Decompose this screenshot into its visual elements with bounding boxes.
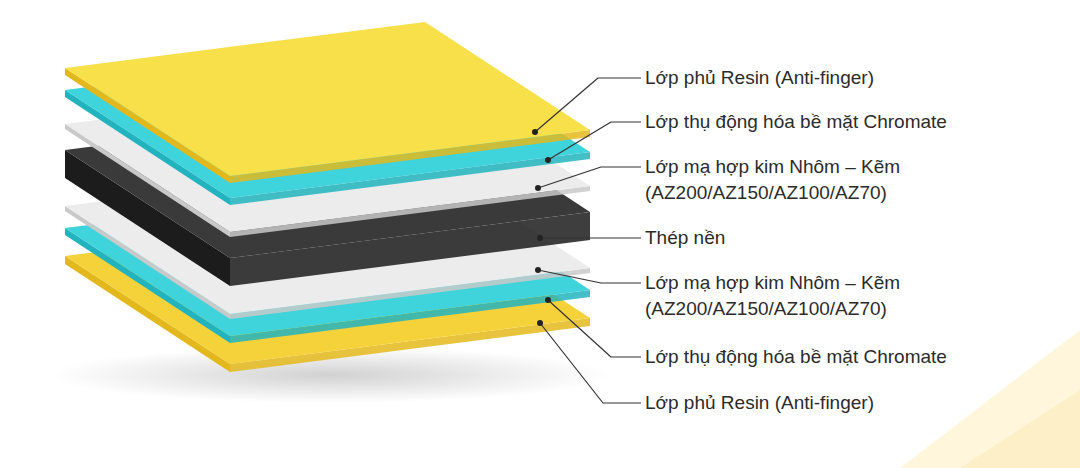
leader-dot [537, 320, 543, 326]
resin-layer [65, 22, 590, 183]
leader-dot [532, 129, 538, 135]
leader-line [535, 78, 641, 132]
leader-dot [535, 185, 541, 191]
leader-dot [537, 235, 543, 241]
layer-top [65, 22, 590, 176]
background-accent [960, 390, 1080, 468]
layer-label: Lớp phủ Resin (Anti-finger) [645, 65, 1065, 91]
leader-line [548, 122, 641, 160]
layer-label: Lớp mạ hợp kim Nhôm – Kẽm (AZ200/AZ150/A… [645, 154, 1065, 206]
leader-line [538, 270, 641, 283]
leader-line [540, 237, 641, 238]
leader-line [548, 300, 641, 357]
leader-dot [545, 157, 551, 163]
layer-label: Thép nền [645, 225, 1065, 251]
leader-line [538, 167, 641, 188]
layer-label: Lớp phủ Resin (Anti-finger) [645, 390, 1065, 416]
leader-dot [535, 267, 541, 273]
leader-line [540, 323, 641, 403]
layer-label: Lớp thụ động hóa bề mặt Chromate [645, 344, 1065, 370]
leader-dot [545, 297, 551, 303]
layer-label: Lớp mạ hợp kim Nhôm – Kẽm (AZ200/AZ150/A… [645, 270, 1065, 322]
layer-label: Lớp thụ động hóa bề mặt Chromate [645, 109, 1065, 135]
